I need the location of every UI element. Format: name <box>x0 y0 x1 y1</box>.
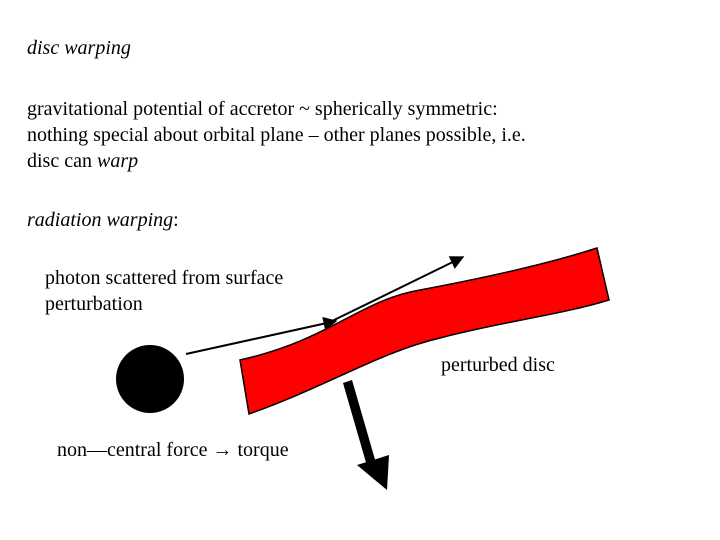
section-heading-text: radiation warping <box>27 209 174 231</box>
force-label: non—central force → torque <box>57 437 289 463</box>
photon-label: photon scattered from surface perturbati… <box>45 265 283 317</box>
body-line-3-prefix: disc can <box>27 150 97 172</box>
force-label-prefix: non—central force <box>57 439 213 461</box>
incident-photon-ray <box>185 316 338 355</box>
force-arrow <box>343 380 389 490</box>
force-arrow-shaft <box>343 380 376 466</box>
force-arrow-head <box>357 455 389 490</box>
body-paragraph: gravitational potential of accretor ~ sp… <box>27 96 526 174</box>
body-line-1: gravitational potential of accretor ~ sp… <box>27 98 498 120</box>
right-arrow-icon: → <box>212 439 233 461</box>
body-line-3-emphasis: warp <box>96 150 139 172</box>
photon-label-line-1: photon scattered from surface <box>45 267 284 289</box>
perturbed-disc <box>239 247 610 416</box>
section-heading: radiation warping: <box>27 207 179 233</box>
section-heading-colon: : <box>173 209 179 231</box>
photon-label-line-2: perturbation <box>45 293 143 315</box>
disc-label: perturbed disc <box>441 354 555 376</box>
accretor-body <box>116 345 184 413</box>
body-line-2: nothing special about orbital plane – ot… <box>27 124 526 146</box>
scattered-photon-ray <box>329 256 465 323</box>
force-label-suffix: torque <box>232 439 289 461</box>
slide-title: disc warping <box>27 37 131 59</box>
body-line-3: disc can warp <box>27 148 526 174</box>
